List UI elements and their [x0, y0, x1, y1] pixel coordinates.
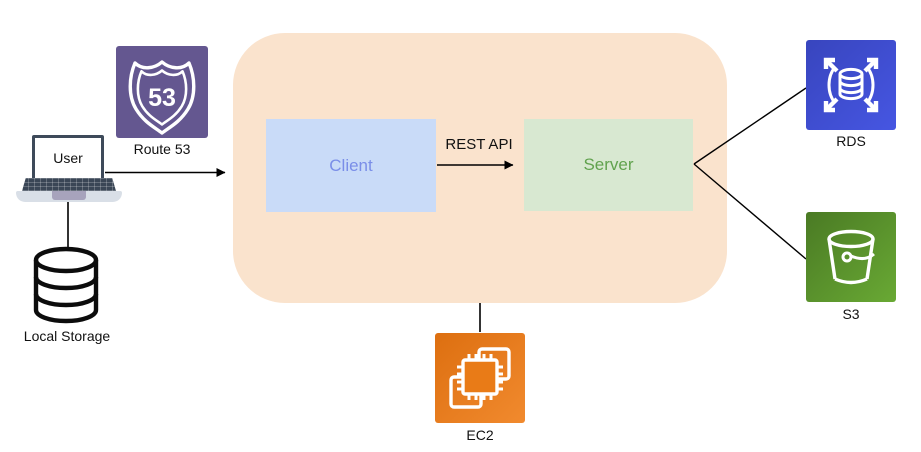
laptop-keyboard	[22, 178, 116, 191]
client-node: Client	[266, 119, 436, 212]
rds-label: RDS	[836, 133, 866, 149]
rest-api-label: REST API	[445, 136, 513, 153]
server-label: Server	[583, 155, 634, 174]
local-storage-label: Local Storage	[23, 328, 111, 344]
ec2-label: EC2	[466, 427, 494, 443]
local-storage-icon	[33, 246, 99, 324]
server-node: Server	[524, 119, 693, 211]
laptop-icon: User	[32, 135, 104, 181]
client-label: Client	[329, 155, 373, 175]
laptop-trackpad	[52, 191, 86, 200]
rds-glyph-icon	[823, 57, 879, 113]
s3-bucket-icon	[827, 229, 875, 285]
route53-icon: 53	[116, 46, 208, 138]
s3-label: S3	[842, 306, 860, 322]
route53-shield-icon: 53	[128, 60, 196, 135]
route53-label: Route 53	[133, 141, 191, 157]
laptop-base	[16, 191, 122, 202]
rds-icon	[806, 40, 896, 130]
ec2-icon	[435, 333, 525, 423]
user-label: User	[53, 150, 83, 166]
route53-shield-number: 53	[148, 84, 176, 112]
s3-icon	[806, 212, 896, 302]
ec2-chip-icon	[449, 347, 511, 409]
